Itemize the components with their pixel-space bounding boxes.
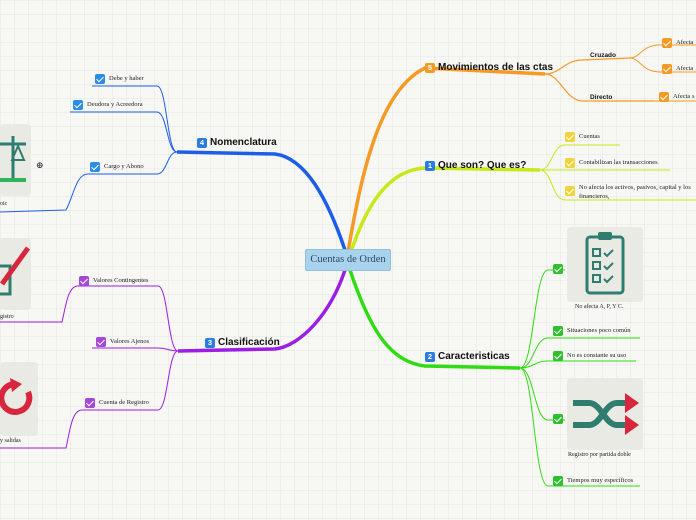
subtopic-directo[interactable]: Directo (590, 94, 613, 101)
item-label: Contabilizan las transacciones (579, 159, 658, 166)
balance-card (0, 124, 31, 196)
branch-caracteristicas[interactable]: 2 Caracteristicas (425, 351, 510, 362)
list-item[interactable]: Situaciones poco común (553, 326, 631, 336)
branch-label: Movimientos de las ctas (438, 62, 554, 73)
shuffle-card (567, 378, 643, 450)
branch-label: Caracteristicas (438, 351, 510, 362)
branch-label: Clasificación (218, 337, 280, 348)
checkbox-icon (95, 74, 105, 84)
number-badge: 4 (197, 137, 207, 148)
shuffle-caption: Registro por partida doble (568, 452, 631, 458)
item-label: Debe y haber (109, 75, 144, 82)
clipboard-card (567, 227, 643, 302)
list-item[interactable]: Deudora y Acreedora (73, 100, 143, 110)
branch-label: Nomenclatura (210, 137, 277, 148)
branch-line-que-son (348, 166, 541, 256)
checkbox-icon (553, 414, 563, 424)
list-item[interactable]: Tiempos muy específicos (553, 476, 633, 486)
branch-line-caracteristicas (348, 269, 521, 370)
shuffle-icon (573, 393, 639, 435)
checkbox-icon (553, 476, 563, 486)
number-badge: 2 (425, 351, 435, 362)
item-label: Tiempos muy específicos (567, 477, 634, 484)
list-item[interactable]: Valores Ajenos (96, 337, 149, 347)
checkbox-icon (73, 100, 83, 110)
item-label: No afecta los activos, pasivos, capital … (579, 184, 691, 191)
balance-scale-icon (0, 136, 26, 182)
checkbox-icon (565, 186, 575, 196)
item-label: Afecta (676, 39, 694, 46)
checkbox-icon (553, 326, 563, 336)
central-topic[interactable]: Cuentas de Orden (305, 249, 391, 271)
balance-caption: oic (0, 201, 8, 207)
clipboard-checklist-icon (585, 232, 625, 295)
branch-que-son[interactable]: 1 Que son? Que es? (425, 160, 526, 171)
branch-nomenclatura[interactable]: 4 Nomenclatura (197, 137, 277, 148)
branch-line-nomenclatura (176, 150, 347, 251)
entradas-salidas-card (0, 362, 38, 436)
list-item[interactable]: Afecta s (659, 92, 694, 102)
item-label: Cuentas (579, 133, 600, 140)
item-label: Cuenta de Registro (99, 399, 149, 406)
item-label: Afecta (676, 65, 694, 72)
item-label: Deudora y Acreedora (87, 101, 143, 108)
list-item[interactable]: Cuentas (565, 132, 600, 142)
registro-caption: gistro (0, 314, 14, 320)
branch-movimientos[interactable]: 5 Movimientos de las ctas (425, 62, 553, 73)
branch-clasificacion[interactable]: 3 Clasificación (205, 337, 280, 348)
item-label: Afecta s (673, 93, 695, 100)
branch-line-clasificacion (177, 269, 347, 353)
checkbox-icon (565, 132, 575, 142)
clipboard-caption: No afecta A, P, Y C. (575, 304, 624, 310)
shuffle-item[interactable] (553, 414, 563, 424)
number-badge: 3 (205, 337, 215, 348)
number-badge: 5 (425, 62, 435, 73)
globe-icon[interactable]: ⊕ (36, 160, 44, 170)
item-label: Situaciones poco común (567, 327, 631, 334)
checkbox-icon (659, 92, 669, 102)
item-label: Valores Contingentes (93, 277, 149, 284)
refresh-icon (0, 378, 33, 415)
list-item[interactable]: Cuenta de Registro (85, 398, 149, 408)
checkbox-icon (79, 276, 89, 286)
item-label: No es constante su uso (567, 352, 627, 359)
checkbox-icon (553, 351, 563, 361)
checkbox-icon (553, 264, 563, 274)
clipboard-item[interactable] (553, 264, 563, 274)
registro-card (0, 238, 31, 310)
item-label-continued: financieros, (579, 193, 610, 200)
list-item[interactable]: Afecta (662, 64, 693, 74)
checkbox-icon (96, 337, 106, 347)
number-badge: 1 (425, 160, 435, 171)
checkbox-icon (565, 158, 575, 168)
checkbox-icon (90, 162, 100, 172)
branch-line-movimientos (346, 66, 546, 253)
checkbox-icon (662, 38, 672, 48)
item-label: Valores Ajenos (110, 338, 150, 345)
entradas-salidas-caption: y salidas (0, 438, 21, 444)
branch-label: Que son? Que es? (438, 160, 527, 171)
checkbox-icon (662, 64, 672, 74)
list-item[interactable]: Valores Contingentes (79, 276, 148, 286)
list-item[interactable]: No es constante su uso (553, 351, 626, 361)
edit-icon (0, 246, 31, 296)
subtopic-cruzado[interactable]: Cruzado (590, 52, 616, 59)
checkbox-icon (85, 398, 95, 408)
list-item[interactable]: Contabilizan las transacciones (565, 158, 658, 168)
item-label: Cargo y Abono (104, 163, 144, 170)
list-item[interactable]: Debe y haber (95, 74, 144, 84)
list-item[interactable]: No afecta los activos, pasivos, capital … (565, 183, 691, 201)
list-item[interactable]: Afecta (662, 38, 693, 48)
list-item[interactable]: Cargo y Abono (90, 162, 144, 172)
